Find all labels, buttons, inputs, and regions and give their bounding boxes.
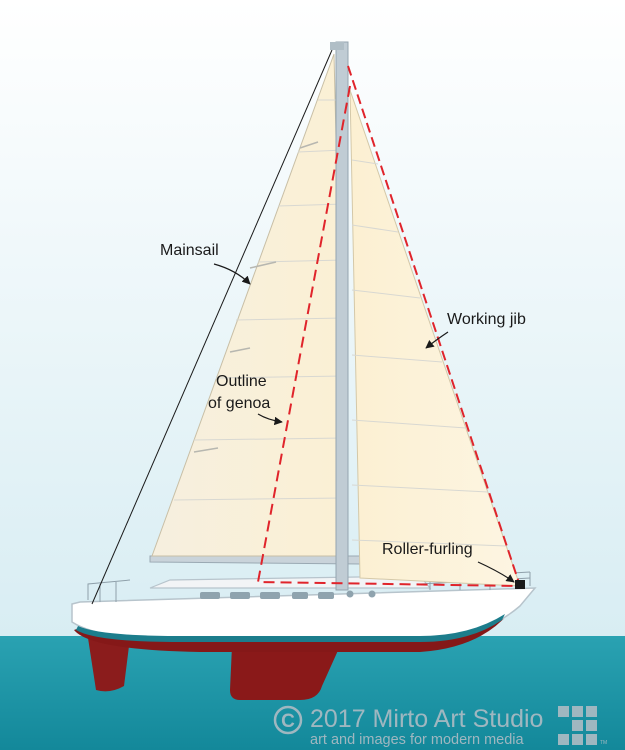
boot-stripe [76,614,505,642]
grid-squares-logo-icon [558,706,597,745]
keel [230,646,340,700]
round-port-2 [368,590,376,598]
porthole-3 [260,592,280,599]
arrow-working-jib [425,331,449,349]
porthole-1 [200,592,220,599]
label-working-jib: Working jib [447,311,526,328]
label-genoa-line2: of genoa [208,395,270,412]
porthole-2 [230,592,250,599]
porthole-5 [318,592,334,599]
copyright-tagline: art and images for modern media [310,732,525,748]
mainsail-battens [193,141,319,453]
arrow-mainsail [213,263,251,285]
rudder [88,638,130,692]
round-port-1 [346,590,354,598]
trademark-mark: TM [600,740,607,746]
porthole-4 [292,592,308,599]
copyright-text: 2017 Mirto Art Studio [310,705,543,733]
label-roller-furling: Roller-furling [382,541,473,558]
copyright-watermark: C 2017 Mirto Art Studio art and images f… [273,705,607,748]
label-mainsail: Mainsail [160,242,219,259]
copyright-circle-icon [273,705,303,735]
forestay-genoa-edge [347,65,521,587]
masthead [330,42,344,50]
jib-seams [351,159,507,547]
backstay [91,49,333,605]
working-jib [349,89,521,587]
arrow-roller-furling [477,561,515,583]
roller-furling-drum [515,580,525,589]
label-genoa-line1: Outline [216,373,267,390]
copyright-symbol: C [281,711,295,732]
boom [149,555,361,565]
arrow-genoa [257,413,283,426]
